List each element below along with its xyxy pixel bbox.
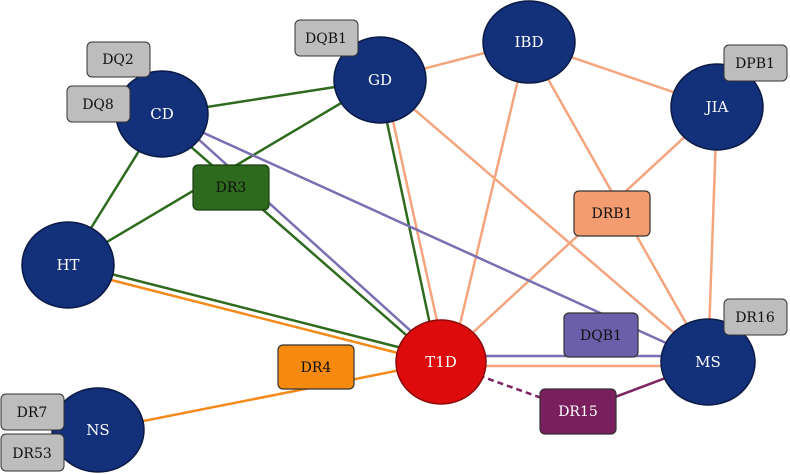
- box-drb1[interactable]: DRB1: [573, 190, 651, 237]
- edge-gd-t1d-salmon: [382, 79, 448, 363]
- tag-dq2[interactable]: DQ2: [86, 41, 151, 78]
- edge-cd-t1d-green: [157, 117, 438, 363]
- tag-dpb1-label: DPB1: [735, 56, 775, 72]
- box-dr4-label: DR4: [301, 360, 332, 376]
- node-ns-label: NS: [86, 421, 109, 439]
- node-gd[interactable]: GD: [333, 36, 427, 124]
- tag-dqb1-gd-label: DQB1: [305, 31, 347, 47]
- node-ms[interactable]: MS: [660, 318, 756, 406]
- node-ht[interactable]: HT: [21, 221, 115, 309]
- edge-ht-t1d-green: [67, 261, 442, 360]
- tag-dr53-label: DR53: [12, 446, 52, 462]
- node-ms-label: MS: [695, 353, 721, 371]
- node-ibd-label: IBD: [515, 33, 544, 51]
- node-ibd[interactable]: IBD: [482, 0, 576, 84]
- gray-allele-tags: DQ2 DQ8 DQB1 DPB1 DR16 DR7 DR53: [0, 19, 788, 472]
- tag-dq8[interactable]: DQ8: [66, 85, 131, 123]
- box-dr15[interactable]: DR15: [539, 388, 617, 435]
- box-dqb1-ms[interactable]: DQB1: [563, 312, 639, 358]
- tag-dq8-label: DQ8: [82, 97, 114, 113]
- node-jia-label: JIA: [704, 98, 729, 116]
- box-dr15-label: DR15: [558, 404, 598, 420]
- edge-gd-t1d-green: [376, 79, 440, 363]
- tag-dr16[interactable]: DR16: [723, 298, 788, 336]
- box-dr3-label: DR3: [216, 180, 247, 196]
- box-dr3[interactable]: DR3: [192, 164, 270, 211]
- tag-dr7-label: DR7: [17, 405, 48, 421]
- box-dqb1-ms-label: DQB1: [580, 328, 622, 344]
- node-ht-label: HT: [56, 256, 79, 274]
- tag-dr7[interactable]: DR7: [0, 393, 65, 431]
- tag-dq2-label: DQ2: [102, 52, 134, 68]
- node-t1d[interactable]: T1D: [395, 319, 487, 405]
- node-t1d-label: T1D: [425, 353, 457, 371]
- edge-allele-boxes: DR3 DRB1 DR4 DQB1 DR15: [192, 164, 651, 435]
- edge-ht-t1d-orange: [67, 267, 442, 366]
- tag-dpb1[interactable]: DPB1: [723, 44, 788, 82]
- tag-dr53[interactable]: DR53: [0, 433, 65, 472]
- disease-nodes: CD GD IBD JIA HT T1D MS NS: [21, 0, 764, 473]
- edge-ns-t1d: [97, 360, 442, 432]
- node-cd-label: CD: [150, 105, 174, 123]
- edge-gd-ms: [379, 79, 709, 363]
- node-jia[interactable]: JIA: [670, 63, 764, 151]
- node-gd-label: GD: [368, 71, 392, 89]
- tag-dqb1-gd[interactable]: DQB1: [294, 19, 359, 57]
- edge-ibd-t1d: [449, 41, 529, 363]
- box-dr4[interactable]: DR4: [277, 344, 355, 390]
- edge-cd-t1d-purple: [165, 109, 444, 361]
- node-cd[interactable]: CD: [115, 70, 209, 158]
- tag-dr16-label: DR16: [735, 310, 775, 326]
- node-ns[interactable]: NS: [51, 387, 145, 473]
- box-drb1-label: DRB1: [592, 206, 633, 222]
